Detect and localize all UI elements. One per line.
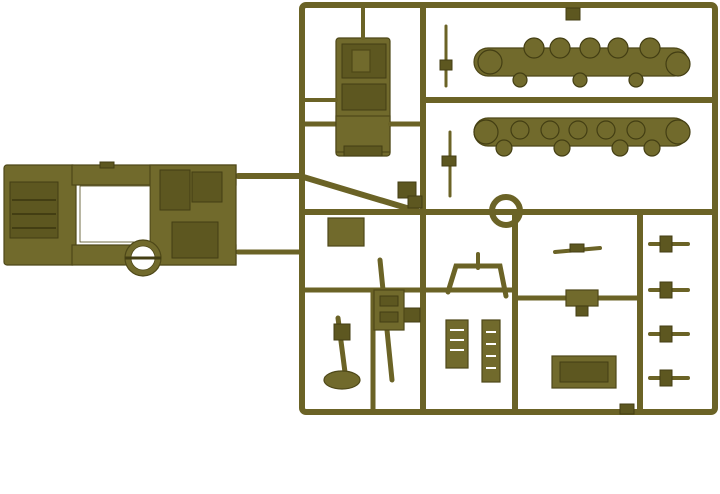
mantlet-part <box>327 217 365 247</box>
small-bracket-parts <box>439 24 457 198</box>
small-gun-part <box>553 243 602 254</box>
turret-part <box>303 6 425 157</box>
engine-deck-part <box>551 355 617 389</box>
grille-parts <box>445 319 501 383</box>
side-bracket-parts <box>648 235 690 387</box>
mount-bracket-part <box>445 252 509 299</box>
periscope-part <box>565 289 599 317</box>
tripod-mount-part <box>323 315 361 390</box>
suspension-assembly-upper <box>473 37 691 88</box>
suspension-assembly-lower <box>473 117 691 157</box>
machine-gun-part <box>373 257 405 383</box>
hull-chassis-part <box>3 161 237 277</box>
